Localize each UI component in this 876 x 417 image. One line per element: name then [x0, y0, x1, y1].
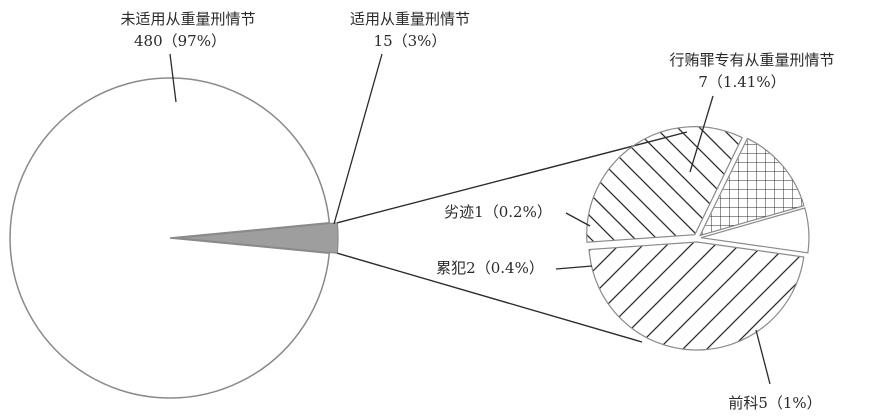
leader-line-bribery-specific	[689, 95, 714, 173]
label-unapplied-name: 未适用从重量刑情节	[120, 10, 255, 28]
label-prior-record: 前科5（1%）	[728, 394, 821, 412]
detail-slice-bribery-specific	[588, 241, 805, 351]
label-unapplied-value: 480（97%）	[134, 32, 226, 50]
leader-line-applied	[333, 53, 383, 225]
leader-lines	[169, 53, 771, 385]
label-recidivism: 累犯2（0.4%）	[436, 259, 544, 277]
connector-line-top	[337, 131, 688, 224]
leader-line-unapplied	[169, 53, 177, 103]
detail-slice-misconduct	[700, 207, 810, 254]
detail-pie	[586, 126, 810, 351]
label-bribery-specific-name: 行贿罪专有从重量刑情节	[669, 51, 834, 69]
leader-line-prior-record	[755, 329, 771, 385]
label-misconduct: 劣迹1（0.2%）	[444, 203, 552, 221]
detail-slice-prior-record	[586, 126, 743, 243]
detail-slice-recidivism	[698, 137, 805, 237]
main-slice-unapplied	[9, 77, 331, 399]
leader-line-misconduct	[565, 212, 591, 227]
leader-line-recidivism	[555, 265, 593, 270]
label-bribery-specific-value: 7（1.41%）	[698, 73, 785, 91]
label-applied-name: 适用从重量刑情节	[350, 10, 470, 28]
connector-line-bottom	[337, 252, 643, 343]
label-applied-value: 15（3%）	[374, 32, 447, 50]
main-pie	[9, 77, 339, 399]
